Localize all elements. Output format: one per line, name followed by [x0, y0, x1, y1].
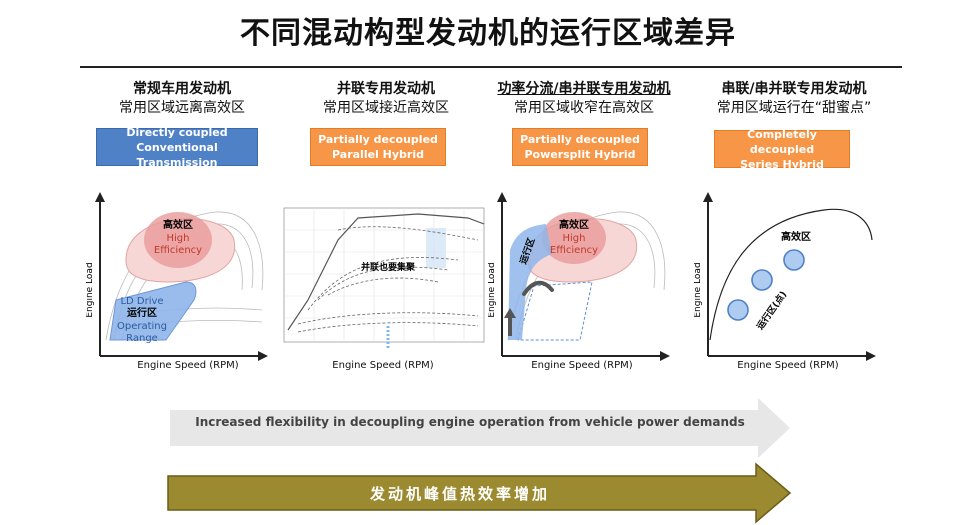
high-efficiency-label-cn: 高效区 [559, 218, 589, 231]
tag-line: Powersplit Hybrid [524, 148, 636, 161]
tag-directly-coupled: Directly coupled Conventional Transmissi… [96, 125, 258, 169]
high-efficiency-label-cn: 高效区 [163, 218, 193, 231]
high-efficiency-label-en: High [563, 233, 586, 244]
operating-range-label-cn: 运行区 [127, 306, 157, 319]
x-axis-label: Engine Speed (RPM) [737, 360, 839, 371]
tag-line: Series Hybrid [740, 157, 824, 171]
high-efficiency-core [144, 212, 212, 268]
page-title: 不同混动构型发动机的运行区域差异 [240, 16, 736, 51]
column-heading: 功率分流/串并联专用发动机 [497, 81, 671, 97]
column-header-conventional: 常规车用发动机 常用区域远离高效区 [72, 80, 292, 118]
tag-line: Directly coupled [126, 125, 228, 139]
tag-line: Completely decoupled [747, 127, 817, 156]
y-axis-arrow-icon [95, 192, 105, 202]
efficiency-arrow-shape [167, 462, 792, 524]
tag-line: Partially decoupled [520, 133, 640, 146]
operating-range-region [508, 224, 552, 340]
column-header-series: 串联/串并联专用发动机 常用区域运行在“甜蜜点” [684, 80, 904, 118]
x-axis-arrow-icon [258, 351, 268, 361]
map-frame [283, 207, 485, 343]
high-efficiency-label-en: Efficiency [154, 245, 202, 256]
column-subheading: 常用区域远离高效区 [119, 100, 245, 116]
efficiency-arrow-label: 发动机峰值热效率增加 [369, 485, 550, 503]
y-axis-arrow-icon [497, 192, 507, 202]
max-load-curve [709, 208, 873, 341]
column-heading: 常规车用发动机 [133, 81, 231, 97]
x-axis-label: Engine Speed (RPM) [137, 360, 239, 371]
operating-range-label: Range [126, 333, 158, 344]
shift-arrow-curve [522, 280, 554, 296]
y-axis-label: Engine Load [694, 262, 703, 317]
column-header-powersplit: 功率分流/串并联专用发动机 常用区域收窄在高效区 [474, 80, 694, 118]
tag-parallel-hybrid: Partially decoupled Parallel Hybrid [310, 128, 446, 166]
plot-powersplit: Engine Load 高效区 High Efficiency 运行区 [488, 192, 670, 361]
plot-conventional: Engine Load 高效区 High Efficiency LD Drive… [86, 192, 268, 361]
tag-line: Parallel Hybrid [332, 148, 424, 161]
column-subheading: 常用区域运行在“甜蜜点” [716, 100, 872, 116]
operating-range-outline [517, 281, 593, 341]
column-heading: 串联/串并联专用发动机 [721, 81, 867, 97]
flexibility-arrow-shape [170, 398, 790, 458]
high-efficiency-core [542, 212, 606, 264]
x-axis-label: Engine Speed (RPM) [531, 360, 633, 371]
operating-point [751, 269, 773, 291]
tag-series-hybrid: Completely decoupled Series Hybrid [714, 127, 850, 171]
high-efficiency-label-cn: 高效区 [781, 230, 811, 243]
column-subheading: 常用区域收窄在高效区 [514, 100, 654, 116]
y-axis-label: Engine Load [488, 262, 497, 317]
operating-range-label: LD Drive [120, 296, 163, 307]
x-axis-arrow-icon [660, 351, 670, 361]
high-efficiency-label-en: Efficiency [550, 245, 598, 256]
y-axis-label: Engine Load [86, 262, 95, 317]
flexibility-arrow [170, 398, 790, 458]
operating-range-region [109, 281, 197, 341]
tag-line: Partially decoupled [318, 133, 438, 146]
x-axis-label: Engine Speed (RPM) [332, 360, 434, 371]
shift-arrow-icon [504, 308, 516, 318]
column-header-parallel: 并联专用发动机 常用区域接近高效区 [276, 80, 496, 118]
flexibility-arrow-label: Increased flexibility in decoupling engi… [195, 415, 745, 429]
title-divider [80, 66, 902, 68]
column-heading: 并联专用发动机 [337, 81, 435, 97]
operating-range-label: Operating [117, 321, 167, 332]
operating-point [727, 299, 749, 321]
tag-line: Conventional Transmission [136, 140, 218, 169]
x-axis-arrow-icon [866, 351, 876, 361]
column-subheading: 常用区域接近高效区 [323, 100, 449, 116]
operating-point [783, 249, 805, 271]
plot-series: Engine Load 高效区 运行区(点) [694, 192, 876, 361]
highlight-region [426, 228, 446, 268]
high-efficiency-label-en: High [167, 233, 190, 244]
tag-powersplit-hybrid: Partially decoupled Powersplit Hybrid [512, 128, 648, 166]
plot-parallel-hybrid: 并联也要集聚 [283, 207, 485, 348]
y-axis-arrow-icon [703, 192, 713, 202]
max-torque-curve [287, 213, 485, 331]
efficiency-arrow [167, 462, 792, 524]
operating-points-label: 运行区(点) [754, 289, 789, 332]
annotation-text: 并联也要集聚 [361, 261, 416, 273]
